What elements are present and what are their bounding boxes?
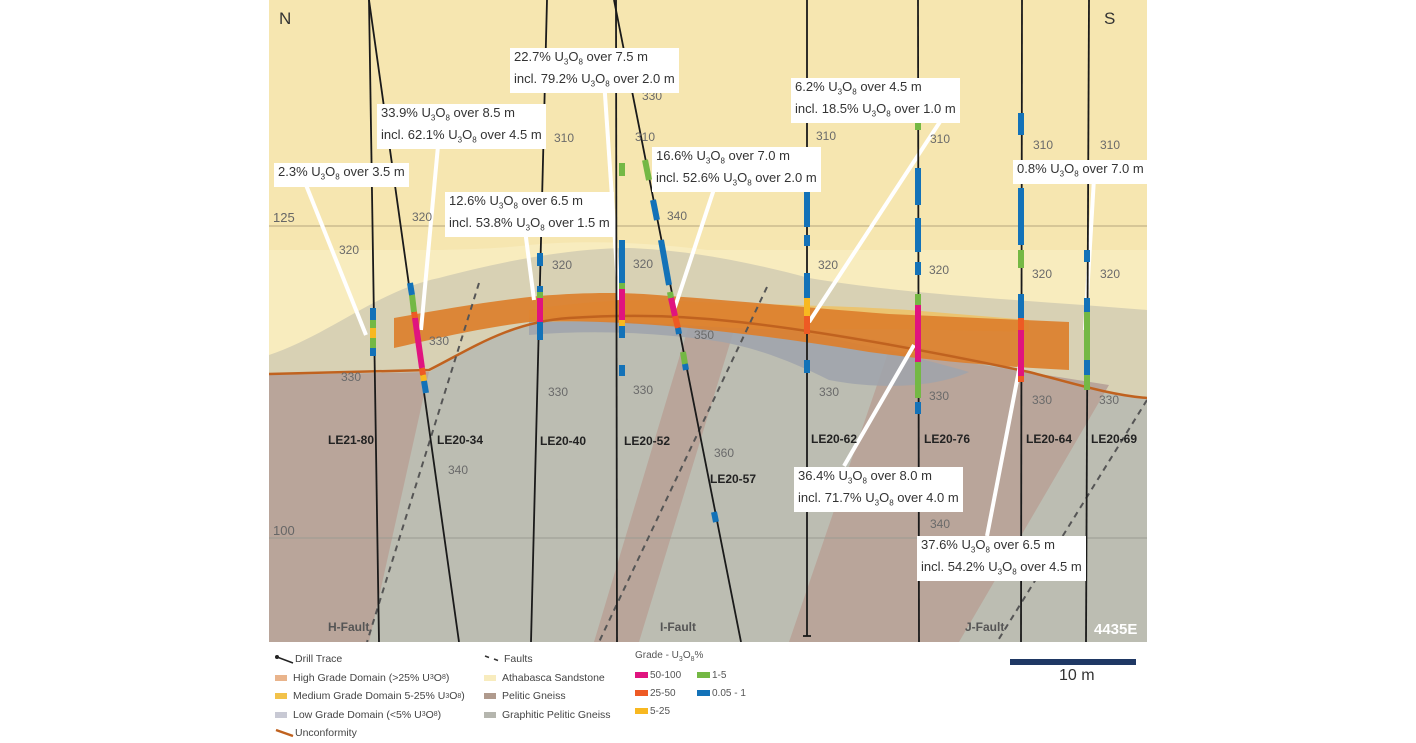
hole-label-le20-57: LE20-57 — [710, 472, 756, 486]
h-fault-line — [366, 282, 480, 642]
svg-text:330: 330 — [341, 370, 361, 384]
high-grade-domain — [394, 293, 1069, 370]
legend-athabasca-sandstone: Athabasca Sandstone — [484, 669, 611, 688]
legend-grade: Grade - U3O8% 50-100 1-5 25-50 0.05 - 1 … — [635, 650, 767, 718]
svg-text:320: 320 — [1100, 267, 1120, 281]
callout-le20-57: 16.6% U3O8 over 7.0 m incl. 52.6% U3O8 o… — [652, 147, 821, 193]
hole-label-le21-80: LE21-80 — [328, 433, 374, 447]
hole-label-le20-40: LE20-40 — [540, 434, 586, 448]
callout-le20-62: 6.2% U3O8 over 4.5 m incl. 18.5% U3O8 ov… — [791, 78, 960, 124]
low-grade-domain — [529, 313, 969, 386]
hole-labels: LE21-80 LE20-34 LE20-40 LE20-52 LE20-57 … — [328, 432, 1137, 486]
svg-text:330: 330 — [1032, 393, 1052, 407]
svg-text:340: 340 — [448, 463, 468, 477]
svg-text:350: 350 — [694, 328, 714, 342]
section-id-label: 4435E — [1094, 621, 1137, 638]
grade-item-0-05-1: 0.05 - 1 — [697, 686, 767, 700]
medium-grade-swatch — [275, 693, 287, 700]
legend-geology: Faults Athabasca Sandstone Pelitic Gneis… — [484, 650, 611, 724]
legend-drill-trace: Drill Trace — [275, 650, 465, 669]
pelitic-gneiss-area-1 — [269, 372, 429, 642]
fault-icon — [484, 655, 499, 662]
j-fault-label: J-Fault — [965, 620, 1004, 634]
svg-text:330: 330 — [633, 383, 653, 397]
j-fault-line — [996, 399, 1147, 642]
unconformity-line — [269, 314, 1147, 400]
svg-text:320: 320 — [633, 257, 653, 271]
scale-bar — [1010, 659, 1136, 665]
elevation-label-125: 125 — [273, 210, 295, 225]
hole-label-le20-52: LE20-52 — [624, 434, 670, 448]
callout-le20-34: 33.9% U3O8 over 8.5 m incl. 62.1% U3O8 o… — [377, 104, 546, 150]
north-label: N — [279, 9, 291, 28]
svg-text:310: 310 — [816, 129, 836, 143]
svg-text:310: 310 — [1033, 138, 1053, 152]
svg-text:340: 340 — [930, 517, 950, 531]
callout-le20-40: 12.6% U3O8 over 6.5 m incl. 53.8% U3O8 o… — [445, 192, 614, 238]
svg-text:320: 320 — [552, 258, 572, 272]
grade-item-1-5: 1-5 — [697, 668, 767, 682]
i-fault-label: I-Fault — [660, 620, 696, 634]
grade-legend-title: Grade - U3O8% — [635, 650, 704, 663]
legend-pelitic-gneiss: Pelitic Gneiss — [484, 687, 611, 706]
hole-label-le20-76: LE20-76 — [924, 432, 970, 446]
callout-le20-76: 36.4% U3O8 over 8.0 m incl. 71.7% U3O8 o… — [794, 467, 963, 513]
svg-text:330: 330 — [1099, 393, 1119, 407]
pelitic-gneiss-swatch — [484, 693, 496, 700]
legend-faults: Faults — [484, 650, 611, 669]
h-fault-label: H-Fault — [328, 620, 369, 634]
scale-label: 10 m — [1059, 667, 1095, 684]
svg-text:320: 320 — [339, 243, 359, 257]
south-label: S — [1104, 9, 1115, 28]
grade-item-25-50: 25-50 — [635, 686, 697, 700]
callout-le21-80: 2.3% U3O8 over 3.5 m — [274, 163, 409, 187]
legend-graphitic-pelitic-gneiss: Graphitic Pelitic Gneiss — [484, 706, 611, 725]
sandstone-swatch — [484, 674, 496, 681]
hole-label-le20-64: LE20-64 — [1026, 432, 1072, 446]
svg-text:330: 330 — [929, 389, 949, 403]
elevation-label-100: 100 — [273, 523, 295, 538]
svg-text:360: 360 — [714, 446, 734, 460]
svg-text:340: 340 — [667, 209, 687, 223]
svg-text:310: 310 — [930, 132, 950, 146]
low-grade-swatch — [275, 711, 287, 718]
callout-le20-64: 37.6% U3O8 over 6.5 m incl. 54.2% U3O8 o… — [917, 536, 1086, 582]
callout-leaders — [302, 79, 1096, 537]
svg-text:330: 330 — [819, 385, 839, 399]
high-grade-swatch — [275, 674, 287, 681]
svg-text:320: 320 — [929, 263, 949, 277]
hole-label-le20-62: LE20-62 — [811, 432, 857, 446]
pelitic-gneiss-area-2 — [594, 325, 734, 642]
cross-section: 125 100 — [269, 0, 1147, 642]
svg-text:310: 310 — [1100, 138, 1120, 152]
svg-text:330: 330 — [429, 334, 449, 348]
grade-item-5-25: 5-25 — [635, 704, 697, 718]
callout-le20-52: 22.7% U3O8 over 7.5 m incl. 79.2% U3O8 o… — [510, 48, 679, 94]
svg-text:320: 320 — [412, 210, 432, 224]
callout-le20-69: 0.8% U3O8 over 7.0 m — [1013, 160, 1148, 184]
hole-label-le20-34: LE20-34 — [437, 433, 483, 447]
unconformity-icon — [275, 729, 294, 738]
svg-text:310: 310 — [635, 130, 655, 144]
svg-text:320: 320 — [1032, 267, 1052, 281]
grade-item-50-100: 50-100 — [635, 668, 697, 682]
legend-unconformity: Unconformity — [275, 724, 465, 743]
graphitic-gneiss-swatch — [484, 711, 496, 718]
svg-text:320: 320 — [818, 258, 838, 272]
svg-text:310: 310 — [554, 131, 574, 145]
svg-text:330: 330 — [548, 385, 568, 399]
hole-label-le20-69: LE20-69 — [1091, 432, 1137, 446]
drill-trace-icon — [275, 655, 294, 664]
